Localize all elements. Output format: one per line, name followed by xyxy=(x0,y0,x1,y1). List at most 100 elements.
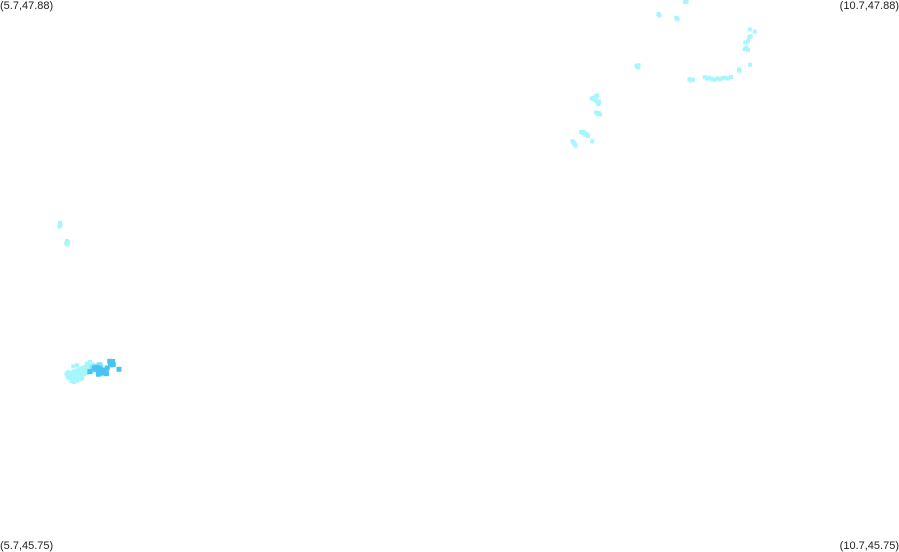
corner-label-top-right: (10.7,47.88) xyxy=(839,0,899,12)
heat-point xyxy=(746,39,750,44)
heat-point xyxy=(110,362,116,368)
heat-point xyxy=(69,379,74,383)
heat-point xyxy=(723,75,728,80)
heat-point xyxy=(595,93,600,98)
heat-point xyxy=(75,363,80,368)
heat-point xyxy=(100,370,106,376)
heat-point xyxy=(710,77,714,81)
heat-point xyxy=(737,68,742,73)
heat-point xyxy=(748,34,753,39)
cluster-ne-sparse-1 xyxy=(656,12,662,18)
heat-point xyxy=(657,13,662,18)
heat-point xyxy=(71,369,76,374)
heat-point xyxy=(82,365,87,370)
cluster-ne-line-south xyxy=(687,75,733,83)
heat-point xyxy=(87,369,93,375)
heat-point xyxy=(79,366,84,371)
heat-point xyxy=(72,372,77,377)
heat-point xyxy=(748,62,753,67)
heat-point xyxy=(65,374,70,379)
heat-point xyxy=(103,371,109,377)
heat-point xyxy=(590,139,595,144)
heat-point xyxy=(84,361,89,366)
heat-point xyxy=(573,143,578,148)
cluster-ne-mid-low xyxy=(594,110,603,117)
heat-point xyxy=(65,242,70,247)
heat-point xyxy=(90,368,95,373)
heat-point xyxy=(84,371,89,376)
heat-point xyxy=(81,372,86,377)
cluster-ne-mid-group xyxy=(589,93,602,107)
heat-point xyxy=(57,224,62,229)
heat-point xyxy=(76,374,81,379)
heat-point xyxy=(746,47,750,52)
heat-point xyxy=(74,368,79,373)
heat-point xyxy=(72,380,77,384)
heat-point xyxy=(743,40,748,45)
heat-point xyxy=(68,376,73,381)
heat-point xyxy=(585,133,590,138)
heat-point xyxy=(684,0,689,4)
heat-point xyxy=(718,77,723,82)
cluster-sw-strong-core xyxy=(87,358,122,377)
heat-point xyxy=(78,370,82,375)
heat-point xyxy=(77,377,82,382)
heat-point xyxy=(78,373,83,378)
heat-point xyxy=(635,65,640,70)
heat-point xyxy=(636,63,641,68)
heat-point xyxy=(705,76,709,81)
points-layer xyxy=(57,0,757,384)
cluster-ne-south-group xyxy=(570,129,595,148)
heat-point xyxy=(726,76,731,81)
cluster-nw-spot-1 xyxy=(57,220,63,229)
heat-point xyxy=(582,130,586,135)
heat-point xyxy=(702,75,707,80)
heat-point xyxy=(742,47,747,52)
heat-point xyxy=(715,76,720,81)
heat-point xyxy=(96,371,101,377)
heat-point xyxy=(85,364,90,369)
heat-point xyxy=(98,362,103,367)
heat-point xyxy=(597,99,602,104)
heat-point xyxy=(77,367,82,372)
heat-point xyxy=(87,363,92,368)
heat-point xyxy=(69,371,73,376)
heat-point xyxy=(83,368,88,373)
heat-point xyxy=(110,359,116,364)
heat-point xyxy=(73,376,78,381)
heat-point xyxy=(80,369,85,374)
heat-point xyxy=(87,360,92,364)
cluster-ne-chain-east xyxy=(737,27,757,73)
heat-point xyxy=(89,365,94,370)
heat-point xyxy=(80,376,85,381)
heat-point xyxy=(598,112,603,117)
corner-label-bottom-left: (5.7,45.75) xyxy=(0,540,54,552)
heat-point xyxy=(107,362,113,368)
heat-point xyxy=(116,366,122,372)
heat-point xyxy=(752,29,757,34)
heat-point xyxy=(747,27,752,32)
heat-point xyxy=(71,364,76,369)
cluster-nw-spot-2 xyxy=(64,239,70,247)
heat-point xyxy=(104,365,110,371)
heat-point xyxy=(75,371,80,376)
heat-point xyxy=(720,76,725,80)
heat-point xyxy=(75,378,79,383)
heat-point xyxy=(64,371,69,376)
heat-point xyxy=(728,75,733,79)
heat-point xyxy=(707,75,712,80)
heat-point xyxy=(675,17,680,22)
corner-label-bottom-right: (10.7,45.75) xyxy=(839,540,899,552)
heat-point xyxy=(596,102,601,107)
cluster-ne-west-dot xyxy=(634,63,641,70)
heat-point xyxy=(691,77,696,82)
cluster-ne-sparse-2 xyxy=(674,16,680,22)
corner-label-top-left: (5.7,47.88) xyxy=(0,0,54,12)
heat-point xyxy=(103,368,109,374)
cluster-ne-peak xyxy=(683,0,689,4)
heat-point xyxy=(69,374,74,379)
heat-point xyxy=(712,77,717,82)
heat-point xyxy=(97,366,103,371)
